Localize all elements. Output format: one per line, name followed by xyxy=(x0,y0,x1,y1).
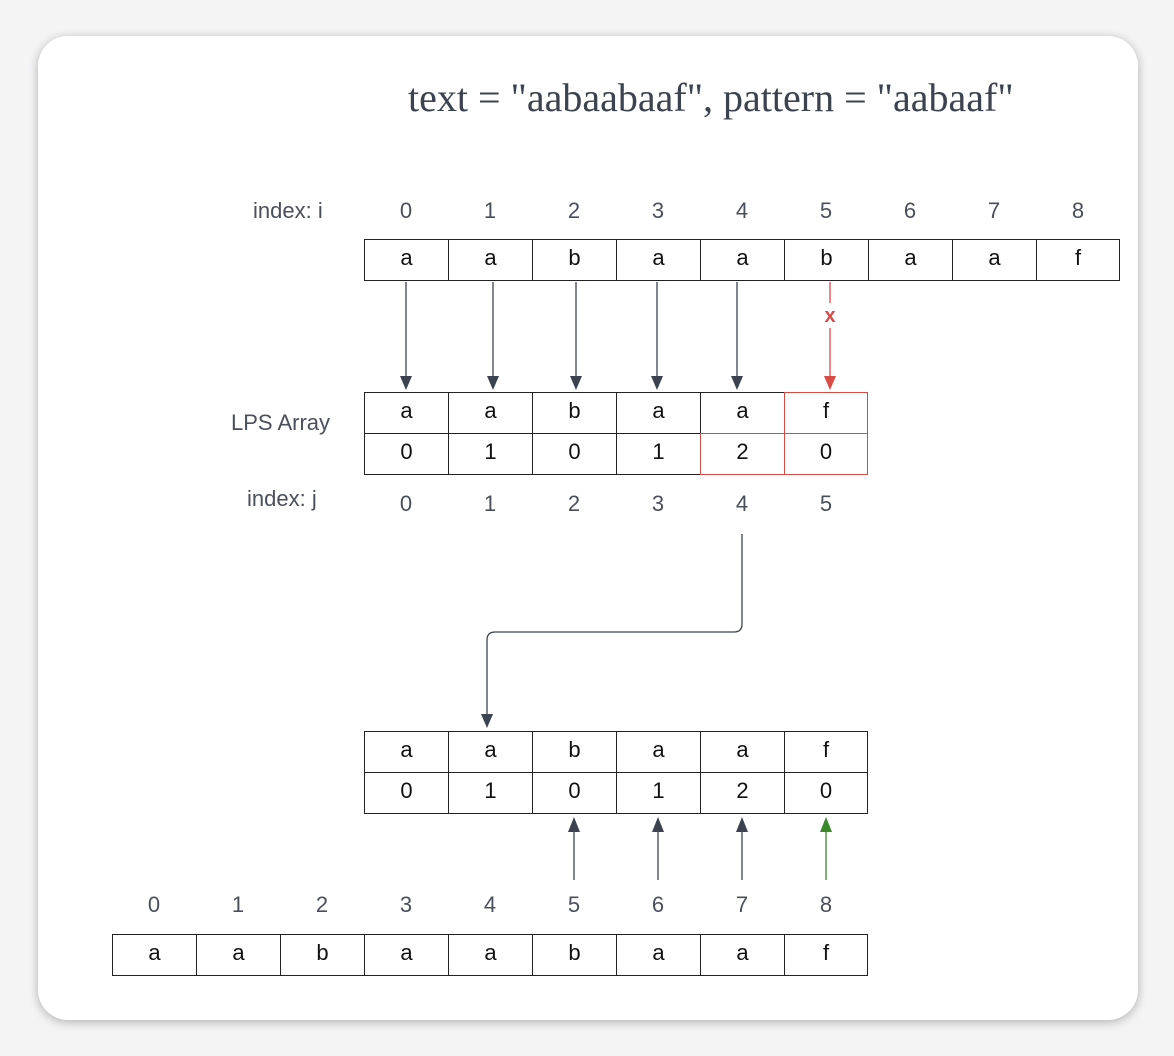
lps-array-label: LPS Array xyxy=(231,410,331,435)
text-index: 7 xyxy=(987,198,1001,223)
pattern-cell: f xyxy=(784,731,868,773)
pattern-index: 2 xyxy=(567,491,581,516)
diagram-title: text = "aabaabaaf", pattern = "aabaaf" xyxy=(408,75,1014,120)
text-cell: a xyxy=(616,239,700,281)
lps-cell: 1 xyxy=(616,433,700,475)
text-array-top: a a b a a b a a f xyxy=(364,239,1120,281)
pattern-cell: b xyxy=(532,731,616,773)
text-index: 5 xyxy=(567,892,581,917)
lps-cell: 0 xyxy=(532,772,616,814)
text-cell: a xyxy=(448,934,532,976)
lps-row-1: 0 1 0 1 2 0 xyxy=(364,433,868,475)
lps-cell-highlight: 2 xyxy=(700,433,784,475)
pattern-index: 5 xyxy=(819,491,833,516)
text-cell: b xyxy=(784,239,868,281)
text-array-bottom: a a b a a b a a f xyxy=(112,934,868,976)
lps-cell: 2 xyxy=(700,772,784,814)
pattern-cell: a xyxy=(700,731,784,773)
down-arrow-head xyxy=(731,376,743,390)
text-index: 2 xyxy=(315,892,329,917)
text-cell: a xyxy=(112,934,196,976)
mismatch-arrow: x xyxy=(824,282,836,390)
up-arrow-head xyxy=(736,817,748,832)
up-arrow-head-match xyxy=(820,817,832,832)
lps-cell-highlight: 0 xyxy=(784,433,868,475)
lps-cell: 1 xyxy=(448,772,532,814)
text-index: 6 xyxy=(651,892,665,917)
lps-row-2: 0 1 0 1 2 0 xyxy=(364,772,868,814)
match-arrows-up xyxy=(568,817,832,880)
match-arrows-down xyxy=(400,282,743,390)
down-arrow-head xyxy=(400,376,412,390)
diagram-card xyxy=(38,36,1138,1020)
lps-cell: 0 xyxy=(784,772,868,814)
text-index: 4 xyxy=(735,198,749,223)
text-index: 6 xyxy=(903,198,917,223)
down-arrow-head xyxy=(651,376,663,390)
lps-cell: 1 xyxy=(616,772,700,814)
down-arrow-head xyxy=(570,376,582,390)
pattern-cell: a xyxy=(448,392,532,434)
jump-arrow xyxy=(486,534,743,716)
text-index: 8 xyxy=(1071,198,1085,223)
text-cell: f xyxy=(784,934,868,976)
pattern-index: 3 xyxy=(651,491,665,516)
pattern-index: 4 xyxy=(735,491,749,516)
text-index: 0 xyxy=(147,892,161,917)
pattern-index: 0 xyxy=(399,491,413,516)
lps-cell: 0 xyxy=(364,433,448,475)
text-cell: a xyxy=(700,934,784,976)
text-cell: a xyxy=(616,934,700,976)
index-i-label: index: i xyxy=(253,198,323,223)
text-cell: b xyxy=(532,239,616,281)
lps-cell: 0 xyxy=(532,433,616,475)
lps-cell: 0 xyxy=(364,772,448,814)
text-cell: b xyxy=(280,934,364,976)
jump-arrow-head xyxy=(481,714,493,728)
text-index: 5 xyxy=(819,198,833,223)
down-arrow-head xyxy=(487,376,499,390)
text-cell: a xyxy=(448,239,532,281)
pattern-index: 1 xyxy=(483,491,497,516)
text-index: 3 xyxy=(651,198,665,223)
text-cell: f xyxy=(1036,239,1120,281)
up-arrow-head xyxy=(568,817,580,832)
text-index: 0 xyxy=(399,198,413,223)
text-index: 2 xyxy=(567,198,581,223)
up-arrow-head xyxy=(652,817,664,832)
pattern-cell: a xyxy=(448,731,532,773)
text-cell: a xyxy=(196,934,280,976)
text-cell: a xyxy=(364,934,448,976)
text-cell: a xyxy=(700,239,784,281)
text-index: 4 xyxy=(483,892,497,917)
mismatch-mark: x xyxy=(824,305,835,327)
index-j-label: index: j xyxy=(247,486,317,511)
text-cell: b xyxy=(532,934,616,976)
text-cell: a xyxy=(868,239,952,281)
text-index: 3 xyxy=(399,892,413,917)
lps-cell: 1 xyxy=(448,433,532,475)
text-index: 8 xyxy=(819,892,833,917)
text-index: 7 xyxy=(735,892,749,917)
text-index: 1 xyxy=(231,892,245,917)
text-index: 1 xyxy=(483,198,497,223)
text-cell: a xyxy=(952,239,1036,281)
text-cell: a xyxy=(364,239,448,281)
